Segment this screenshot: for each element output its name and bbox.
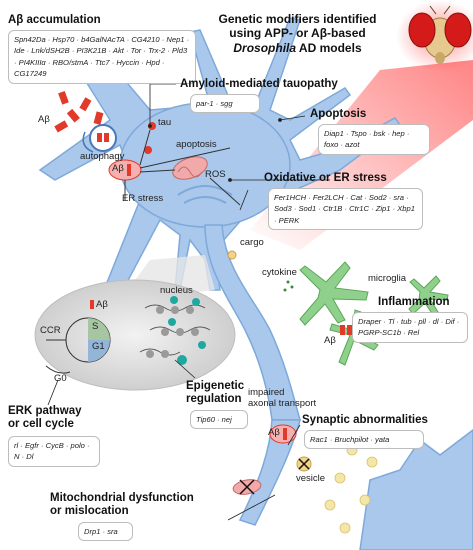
- abeta-accumulation-heading: Aβ accumulation: [8, 14, 101, 26]
- title-drosophila: Drosophila: [233, 40, 297, 55]
- apoptosis-genes: Diap1 · Tspo · bsk · hep · foxo · azot: [318, 124, 430, 155]
- epigenetic-heading: Epigenetic regulation: [186, 380, 244, 406]
- tau-phospho-icon: [139, 122, 156, 166]
- nucleus-zoom: [34, 255, 236, 391]
- label-abeta-axon: Aβ: [268, 427, 280, 438]
- title-ad-models: AD models: [296, 40, 362, 55]
- label-cytokine: cytokine: [262, 267, 297, 278]
- label-er-stress: ER stress: [122, 193, 164, 204]
- inflammation-genes: Draper · Tl · tub · pll · dl · Dif · PGR…: [352, 312, 468, 343]
- label-ccr: CCR: [40, 325, 61, 336]
- title-line1: Genetic modifiers identified: [218, 12, 377, 26]
- target-neuron: [359, 429, 473, 550]
- label-abeta-center: Aβ: [112, 163, 124, 174]
- epigenetic-heading-line2: regulation: [186, 393, 242, 406]
- synaptic-heading: Synaptic abnormalities: [302, 414, 428, 426]
- mito-heading-line1: Mitochondrial dysfunction: [50, 492, 194, 504]
- label-vesicle: vesicle: [296, 473, 326, 484]
- tauopathy-heading: Amyloid-mediated tauopathy: [180, 78, 338, 90]
- mito-genes: Drp1 · sra: [78, 522, 133, 542]
- title-line3: Drosophila AD models: [205, 41, 390, 55]
- abeta-accumulation-genes: Spn42Da · Hsp70 · b4GalNAcTA · CG4210 · …: [8, 30, 196, 84]
- label-nucleus: nucleus: [160, 285, 193, 296]
- erk-heading: ERK pathway or cell cycle: [8, 405, 82, 431]
- oxidative-heading: Oxidative or ER stress: [264, 172, 387, 184]
- epigenetic-genes: Tip60 · nej: [190, 410, 248, 430]
- epigenetic-heading-line1: Epigenetic: [186, 380, 245, 392]
- transport-block-icon: [296, 456, 312, 472]
- autophagy-icon: [82, 124, 117, 153]
- label-tau: tau: [158, 117, 172, 128]
- label-autophagy: autophagy: [80, 151, 125, 162]
- erk-heading-line1: ERK pathway: [8, 405, 82, 417]
- label-g1: G1: [92, 341, 105, 352]
- abeta-aggregates-icon: [54, 90, 104, 133]
- apoptosis-heading: Apoptosis: [310, 108, 367, 120]
- label-apoptosis: apoptosis: [176, 139, 217, 150]
- label-microglia: microglia: [368, 273, 407, 284]
- mitochondrion-icon: [172, 156, 208, 180]
- synaptic-genes: Rac1 · Bruchpilot · yata: [304, 430, 424, 450]
- label-abeta-nucleus: Aβ: [96, 299, 108, 310]
- title-line2: using APP- or Aβ-based: [229, 26, 366, 41]
- label-abeta-microglia: Aβ: [324, 335, 336, 346]
- cytokine-dots: [283, 280, 294, 292]
- cargo-icon: [227, 250, 237, 260]
- diagram-title: Genetic modifiers identified using APP- …: [205, 12, 390, 55]
- axon-abeta-icon: [269, 424, 297, 444]
- label-ros: ROS: [205, 169, 226, 180]
- mito-block-icon: [232, 479, 262, 495]
- label-impaired-transport: impaired axonal transport: [248, 387, 317, 410]
- abeta-microglia-icon: [340, 325, 352, 335]
- leader-lines: [47, 83, 330, 521]
- abeta-arrows: [124, 147, 241, 206]
- mito-heading: Mitochondrial dysfunction or mislocation: [50, 492, 194, 518]
- erk-genes: rl · Egfr · CycB · polo · N · Dl: [8, 436, 100, 467]
- mito-heading-line2: or mislocation: [50, 505, 129, 518]
- erk-heading-line2: or cell cycle: [8, 418, 74, 431]
- inflammation-heading: Inflammation: [378, 296, 450, 308]
- label-impaired-line2: axonal transport: [248, 397, 317, 409]
- tauopathy-genes: par-1 · sgg: [190, 94, 260, 114]
- label-s-phase: S: [92, 321, 99, 332]
- label-impaired-line1: impaired: [248, 387, 285, 398]
- label-cargo: cargo: [240, 237, 264, 248]
- fly-head-icon: [396, 0, 473, 72]
- oxidative-genes: Fer1HCH · Fer2LCH · Cat · Sod2 · sra · S…: [268, 188, 423, 231]
- label-g0: G0: [54, 373, 67, 384]
- label-abeta-aggregates: Aβ: [38, 114, 50, 125]
